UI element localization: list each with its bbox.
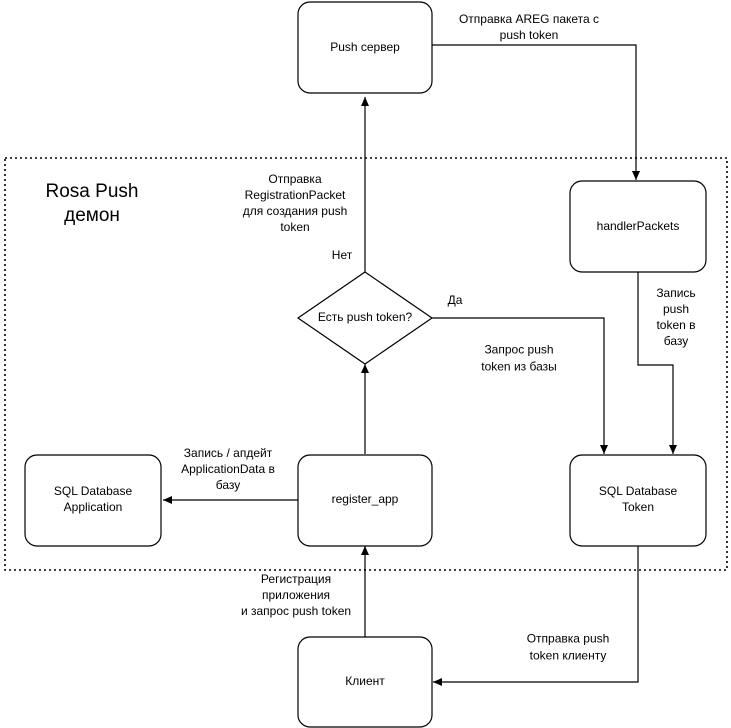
node-client-label: Клиент — [345, 674, 385, 688]
daemon-group-title: Rosa Push демон — [46, 181, 139, 226]
edge-send-token — [433, 546, 639, 686]
edge-areg-label: Отправка AREG пакета с push token — [459, 12, 599, 42]
edge-send-token-label-line: token клиенту — [530, 649, 607, 663]
node-handler-packets-label-line: handlerPackets — [597, 219, 680, 233]
node-sql-database-application-label-line: SQL Database — [54, 484, 133, 498]
node-register-app-label-line: register_app — [332, 492, 399, 506]
edge-save-token-label: Запись push token в базу — [656, 286, 695, 348]
edge-query-token-label: Запрос push token из базы — [481, 343, 557, 374]
node-client-label-line: Клиент — [345, 674, 385, 688]
edge-save-app-label-line: ApplicationData в — [181, 462, 275, 476]
edge-registration-label-line: для создания push — [243, 204, 348, 218]
edge-save-app-label-line: Запись / апдейт — [184, 446, 273, 460]
edge-query-token-label-line: token из базы — [481, 360, 557, 374]
node-decision-label: Есть push token? — [318, 310, 413, 324]
edge-send-token-label-line: Отправка push — [527, 632, 610, 646]
edge-save-token-label-line: push — [663, 302, 689, 316]
edge-save-app-label-line: базу — [216, 478, 241, 492]
edge-save-token — [637, 272, 677, 454]
edge-register-request-label-line: и запрос push token — [241, 604, 351, 618]
edge-areg-label-line: Отправка AREG пакета с — [459, 12, 599, 26]
edge-no-label: Нет — [332, 248, 353, 262]
edge-areg — [432, 44, 640, 180]
node-push-server-label: Push сервер — [330, 40, 400, 54]
daemon-group-boundary — [4, 157, 728, 571]
node-handler-packets: handlerPackets — [569, 180, 707, 273]
node-register-app-label: register_app — [332, 492, 399, 506]
node-decision: Есть push token? — [296, 271, 434, 365]
edge-yes-label-line: Да — [448, 293, 463, 307]
node-decision-label-line: Есть push token? — [318, 310, 413, 324]
daemon-group-title-line: демон — [64, 205, 120, 226]
daemon-group-title-line: Rosa Push — [46, 181, 139, 202]
node-handler-packets-label: handlerPackets — [597, 219, 680, 233]
edge-registration-label-line: Отправка — [268, 172, 322, 186]
edge-register-request-label-line: Регистрация — [261, 572, 331, 586]
node-register-app: register_app — [297, 454, 433, 547]
edge-registration-label-line: RegistrationPacket — [245, 188, 346, 202]
node-client: Клиент — [297, 636, 433, 728]
node-push-server-label-line: Push сервер — [330, 40, 400, 54]
edge-no-label-line: Нет — [332, 248, 353, 262]
node-push-server: Push сервер — [297, 1, 433, 94]
edge-save-token-label-line: базу — [664, 334, 689, 348]
edge-save-token-label-line: token в — [656, 318, 695, 332]
edge-query-token-label-line: Запрос push — [484, 343, 553, 357]
node-sql-database-token-label-line: Token — [622, 500, 654, 514]
edge-yes — [432, 317, 608, 454]
node-sql-database-application-label-line: Application — [64, 500, 123, 514]
edge-register-request-label-line: приложения — [262, 588, 330, 602]
edge-registration-label-line: token — [280, 220, 309, 234]
edge-send-token-label: Отправка push token клиенту — [527, 632, 610, 663]
edge-areg-label-line: push token — [500, 28, 559, 42]
edge-register-request-label: Регистрация приложения и запрос push token — [241, 572, 351, 618]
edge-yes-label: Да — [448, 293, 463, 307]
edge-save-token-label-line: Запись — [656, 286, 695, 300]
node-sql-database-token-label-line: SQL Database — [599, 484, 678, 498]
